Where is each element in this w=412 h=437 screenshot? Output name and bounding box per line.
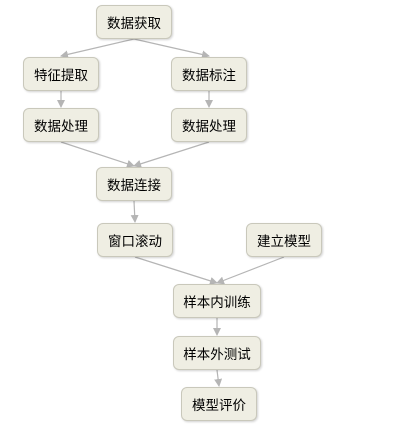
edge-data-acquisition-to-data-annotation	[133, 38, 210, 59]
node-model-evaluation[interactable]: 模型评价	[181, 387, 257, 421]
edge-data-join-to-rolling-window	[130, 200, 139, 223]
node-in-sample-training[interactable]: 样本内训练	[173, 284, 261, 318]
node-data-annotation[interactable]: 数据标注	[171, 57, 247, 91]
edge-data-processing-right-to-data-join	[133, 141, 210, 168]
node-build-model[interactable]: 建立模型	[246, 223, 322, 257]
node-data-acquisition[interactable]: 数据获取	[96, 5, 172, 39]
edge-data-processing-left-to-data-join	[60, 141, 135, 168]
node-feature-extraction[interactable]: 特征提取	[23, 57, 99, 91]
edge-build-model-to-in-sample-training	[216, 256, 285, 285]
edge-data-acquisition-to-feature-extraction	[60, 38, 135, 59]
node-out-sample-testing[interactable]: 样本外测试	[173, 336, 261, 370]
edge-rolling-window-to-in-sample-training	[134, 256, 218, 285]
edge-out-sample-testing-to-model-evaluation	[214, 369, 223, 387]
node-data-processing-right[interactable]: 数据处理	[171, 108, 247, 142]
node-data-processing-left[interactable]: 数据处理	[23, 108, 99, 142]
node-data-join[interactable]: 数据连接	[96, 167, 172, 201]
node-rolling-window[interactable]: 窗口滚动	[97, 223, 173, 257]
